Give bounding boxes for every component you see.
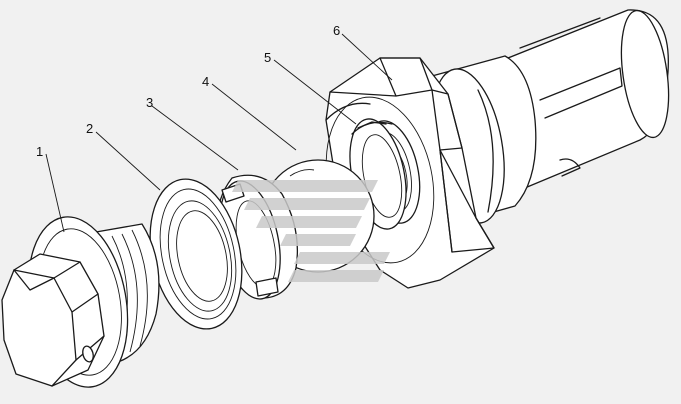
- watermark-logo: [232, 180, 390, 282]
- callout-part-6: 6: [333, 23, 340, 38]
- callout-part-4: 4: [202, 74, 209, 89]
- part-1-hex-plug: [1, 216, 160, 388]
- callout-part-2: 2: [86, 121, 93, 136]
- callout-part-5: 5: [264, 50, 271, 65]
- leader-lines: [45, 33, 393, 233]
- callout-part-1: 1: [36, 144, 43, 159]
- callout-part-3: 3: [146, 95, 153, 110]
